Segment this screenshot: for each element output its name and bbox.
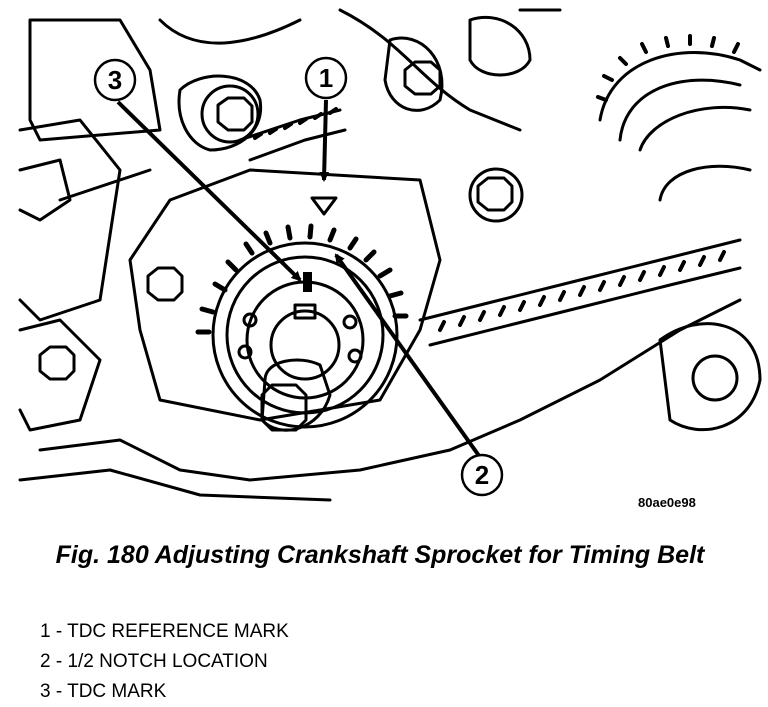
engine-block-outline (28, 18, 162, 142)
callout-circle-1 (304, 56, 348, 100)
leader-line-2 (334, 253, 484, 462)
callout-circle-2 (460, 453, 504, 497)
tdc-reference-triangle (310, 196, 338, 216)
timing-belt-right-run (418, 238, 742, 322)
figure-caption: Fig. 180 Adjusting Crankshaft Sprocket f… (55, 541, 705, 569)
legend-item: 2 - 1/2 NOTCH LOCATION (40, 651, 268, 672)
idler-pulley (658, 322, 762, 432)
tdc-mark (303, 272, 312, 292)
timing-cover-plate (128, 168, 442, 422)
bolt-left (146, 266, 184, 302)
image-code: 80ae0e98 (638, 495, 696, 510)
leader-line-1 (319, 99, 330, 182)
callout-circle-3 (93, 58, 137, 102)
bolt-upper-left (216, 96, 254, 132)
legend-list: 1 - TDC REFERENCE MARK 2 - 1/2 NOTCH LOC… (40, 617, 289, 707)
legend-item: 3 - TDC MARK (40, 681, 167, 702)
crankshaft-sprocket-illustration: 1 2 3 (18, 8, 762, 502)
bolt-mid-right (476, 176, 514, 212)
leader-line-3 (116, 100, 302, 282)
callout-label-3: 3 (108, 65, 122, 95)
left-bracket-outline (18, 118, 122, 322)
upper-right-pulley (598, 51, 762, 122)
legend-item: 1 - TDC REFERENCE MARK (40, 621, 289, 642)
lower-cover-edge (38, 298, 742, 482)
crank-bolt-head (260, 383, 308, 432)
callout-label-1: 1 (319, 63, 333, 93)
callout-label-2: 2 (475, 460, 489, 490)
